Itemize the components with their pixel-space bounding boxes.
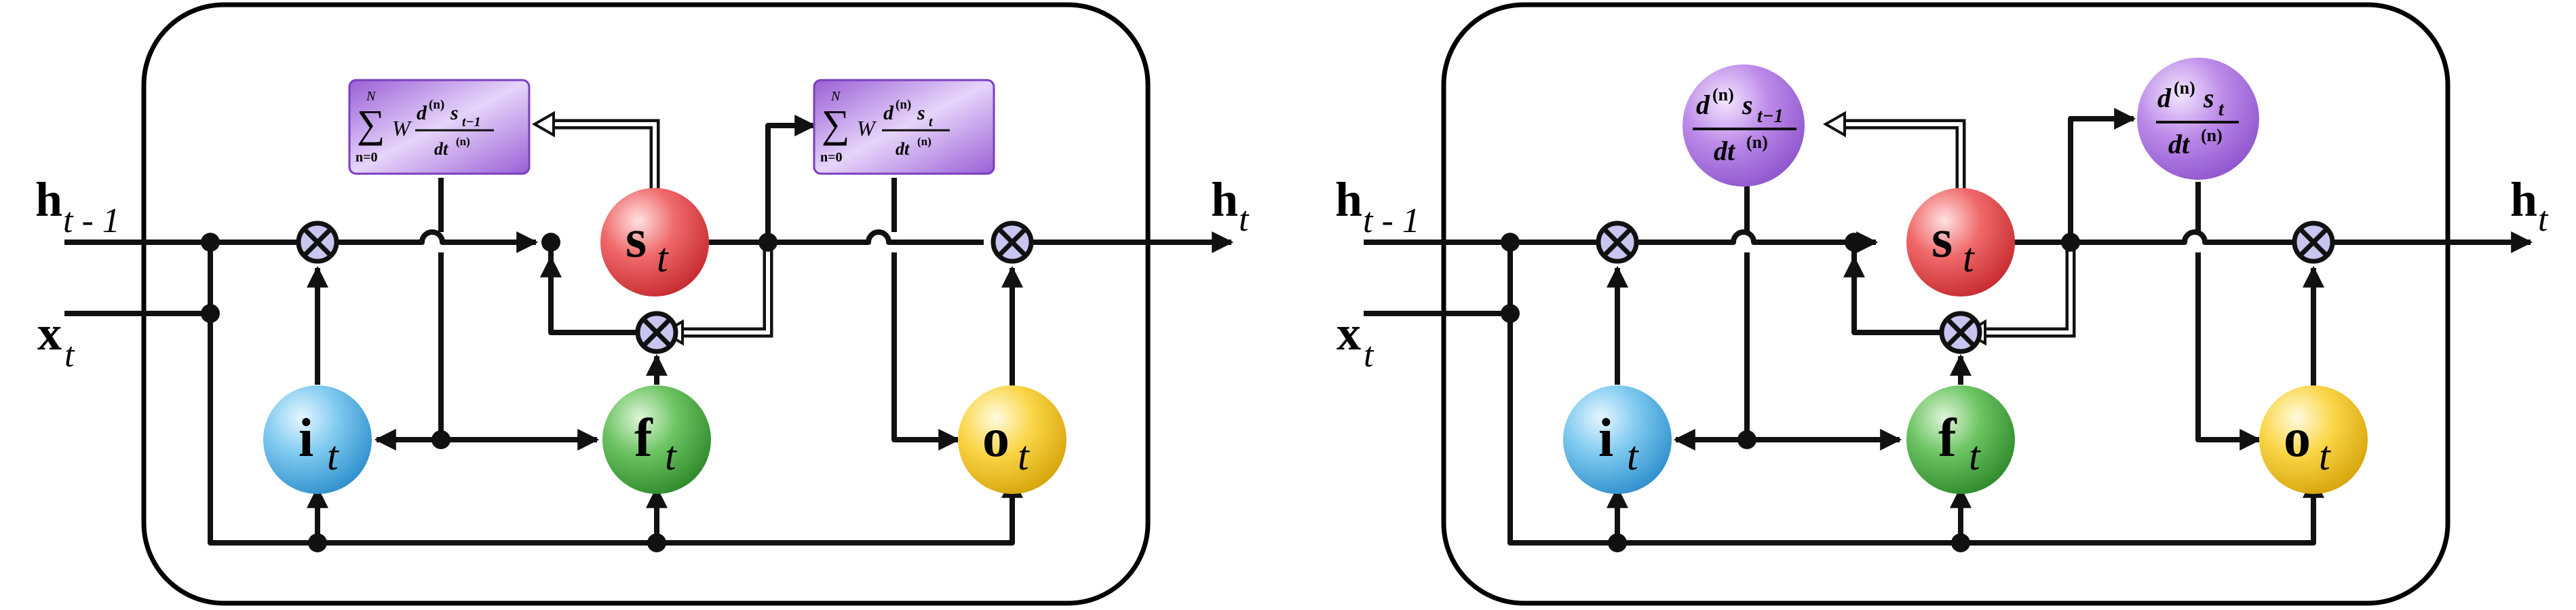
gate-i: i t	[263, 385, 372, 494]
gate-i: i t	[1563, 385, 1672, 494]
svg-text:d: d	[417, 102, 427, 124]
svg-text:N: N	[830, 89, 841, 104]
gate-i-subscript: t	[327, 434, 339, 478]
svg-text:t: t	[929, 115, 934, 130]
svg-text:t: t	[2538, 200, 2549, 239]
left-output-h-label: h t	[1211, 172, 1250, 239]
state-node: s t	[1906, 188, 2015, 297]
left-panel: i t f t o t s t N ∑ n=0 W d (n) s t−	[35, 2, 1250, 606]
left-connections	[64, 111, 1234, 546]
svg-text:s: s	[1931, 209, 1953, 269]
left-input-x-label: x t	[37, 306, 75, 375]
svg-text:n=0: n=0	[820, 150, 843, 165]
multiply-node	[299, 223, 337, 261]
svg-text:h: h	[1211, 172, 1238, 227]
svg-text:(n): (n)	[896, 98, 911, 112]
right-cell-frame	[1441, 2, 2450, 606]
svg-text:t: t	[1627, 434, 1639, 478]
multiply-node	[2294, 223, 2332, 261]
gate-i-label: i	[299, 408, 313, 468]
right-junctions	[1501, 233, 2080, 552]
svg-text:t: t	[2218, 99, 2225, 120]
right-input-x-label: x t	[1337, 306, 1374, 375]
svg-text:x: x	[37, 306, 62, 360]
state-node: s t	[600, 188, 709, 297]
gate-f-subscript: t	[665, 434, 677, 478]
svg-text:s: s	[917, 102, 925, 124]
svg-text:(n): (n)	[2174, 78, 2195, 98]
svg-text:(n): (n)	[429, 98, 444, 112]
svg-text:dt: dt	[1714, 136, 1736, 166]
derivative-circle-prev: d (n) s t−1 dt (n)	[1683, 64, 1805, 187]
svg-text:t: t	[2319, 434, 2331, 478]
svg-text:d: d	[2157, 83, 2172, 113]
svg-text:t - 1: t - 1	[1363, 202, 1420, 240]
svg-text:t: t	[1969, 434, 1981, 478]
svg-text:h: h	[35, 172, 62, 227]
svg-text:N: N	[366, 89, 377, 104]
right-output-h-label: h t	[2510, 172, 2549, 239]
gate-f: f t	[602, 385, 711, 494]
svg-text:d: d	[1696, 90, 1710, 120]
derivative-circle-current: d (n) s t dt (n)	[2137, 58, 2259, 180]
state-subscript: t	[657, 235, 669, 280]
fractional-derivative-box-current: N ∑ n=0 W d (n) s t dt (n)	[813, 79, 995, 175]
svg-text:∑: ∑	[822, 102, 849, 146]
svg-text:(n): (n)	[917, 135, 931, 148]
svg-text:i: i	[1598, 408, 1613, 468]
svg-text:∑: ∑	[357, 102, 385, 146]
svg-text:t: t	[1364, 336, 1374, 375]
state-label: s	[626, 209, 647, 269]
svg-text:(n): (n)	[2201, 126, 2223, 145]
svg-text:s: s	[2203, 83, 2214, 113]
fractional-derivative-box-prev: N ∑ n=0 W d (n) s t−1 dt (n)	[348, 79, 531, 175]
svg-text:o: o	[2284, 408, 2311, 468]
right-input-h-label: h t - 1	[1335, 172, 1420, 240]
svg-text:t: t	[1963, 235, 1975, 280]
multiply-node	[1598, 223, 1636, 261]
gate-o: o t	[958, 385, 1066, 494]
multiply-node	[1942, 313, 1980, 351]
svg-text:s: s	[1742, 90, 1753, 120]
svg-text:s: s	[450, 102, 459, 124]
svg-text:h: h	[1335, 172, 1362, 227]
multiply-node	[993, 223, 1031, 261]
gate-o-label: o	[982, 408, 1010, 468]
svg-text:dt: dt	[434, 139, 448, 159]
svg-text:(n): (n)	[1712, 85, 1734, 104]
svg-text:x: x	[1337, 306, 1361, 360]
svg-text:h: h	[2510, 172, 2537, 227]
gate-f-label: f	[634, 408, 653, 468]
gate-o: o t	[2259, 385, 2368, 494]
svg-text:W: W	[392, 116, 412, 140]
svg-text:dt: dt	[2168, 129, 2191, 159]
multiply-node	[638, 313, 676, 351]
left-junctions	[201, 233, 777, 552]
left-cell-frame	[141, 2, 1151, 606]
svg-text:f: f	[1938, 408, 1957, 468]
svg-text:t: t	[1239, 200, 1250, 239]
svg-text:t−1: t−1	[1757, 106, 1784, 127]
gate-f: f t	[1906, 385, 2015, 494]
svg-text:dt: dt	[896, 139, 910, 159]
left-input-h-label: h t - 1	[35, 172, 120, 240]
svg-text:t - 1: t - 1	[63, 202, 120, 240]
gate-o-subscript: t	[1018, 434, 1030, 478]
svg-text:n=0: n=0	[355, 150, 378, 165]
svg-text:t−1: t−1	[462, 115, 481, 130]
svg-text:(n): (n)	[456, 135, 470, 148]
svg-text:(n): (n)	[1746, 132, 1768, 152]
svg-text:W: W	[857, 116, 877, 140]
right-panel: i t f t o t s t d (n) s t−1 dt (n)	[1335, 2, 2549, 606]
svg-text:t: t	[64, 336, 75, 375]
svg-text:d: d	[883, 102, 894, 124]
